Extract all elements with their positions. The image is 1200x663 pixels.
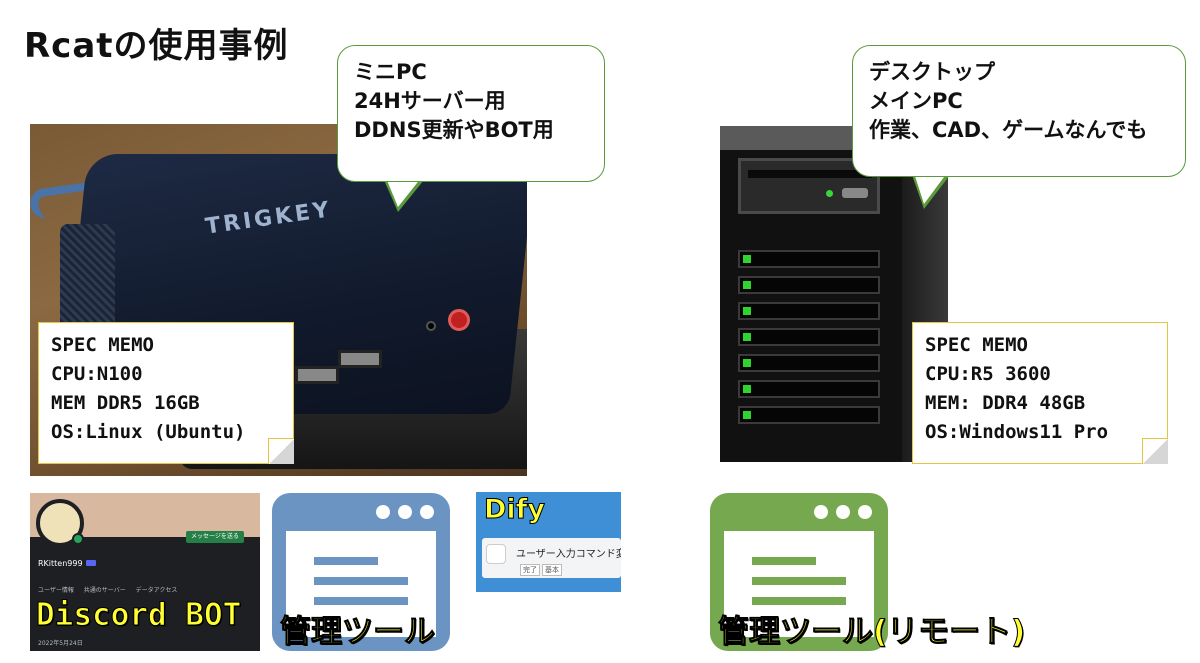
audio-jack-icon — [426, 321, 436, 331]
discord-bot-label: Discord BOT — [35, 597, 242, 634]
drive-bay — [738, 276, 880, 294]
admin-tool-window-icon — [272, 493, 450, 651]
bay-led-icon — [743, 255, 751, 263]
drive-bay — [738, 250, 880, 268]
spec-line: CPU:N100 — [51, 363, 143, 385]
bubble-tail-fill — [914, 173, 947, 204]
mini-pc-speech-bubble: ミニPC 24Hサーバー用 DDNS更新やBOT用 — [337, 45, 605, 182]
drive-bay — [738, 380, 880, 398]
bubble-line: ミニPC — [354, 60, 427, 84]
bay-led-icon — [743, 333, 751, 341]
text-line-icon — [752, 557, 816, 565]
admin-tool-label: 管理ツール — [280, 614, 436, 651]
drive-slot — [748, 170, 872, 178]
memo-fold — [268, 438, 294, 464]
bay-led-icon — [743, 281, 751, 289]
usb-port-icon — [295, 366, 339, 384]
text-line-icon — [314, 557, 378, 565]
bubble-line: 24Hサーバー用 — [354, 89, 506, 113]
window-dot-icon — [376, 505, 390, 519]
remote-admin-tool-label: 管理ツール(リモート) — [717, 614, 1026, 651]
bubble-tail-fill — [386, 178, 421, 207]
dify-tag: 基本 — [542, 564, 562, 576]
eject-button-icon — [842, 188, 868, 198]
window-dot-icon — [398, 505, 412, 519]
window-dot-icon — [420, 505, 434, 519]
dify-title: Dify — [483, 494, 546, 526]
bubble-line: DDNS更新やBOT用 — [354, 118, 554, 142]
bay-led-icon — [743, 411, 751, 419]
page-title: Rcatの使用事例 — [24, 26, 289, 66]
dify-tag: 完了 — [520, 564, 540, 576]
spec-line: MEM DDR5 16GB — [51, 392, 200, 414]
spec-line: OS:Linux (Ubuntu) — [51, 421, 246, 443]
spec-line: SPEC MEMO — [51, 334, 154, 356]
text-line-icon — [314, 597, 408, 605]
online-status-icon — [72, 533, 84, 545]
text-line-icon — [752, 597, 846, 605]
discord-tabs: ユーザー情報 共通のサーバー データアクセス — [38, 587, 178, 594]
bay-led-icon — [743, 359, 751, 367]
desktop-speech-bubble: デスクトップ メインPC 作業、CAD、ゲームなんでも — [852, 45, 1186, 177]
discord-username: RKitten999 — [38, 559, 83, 568]
spec-line: CPU:R5 3600 — [925, 363, 1051, 385]
send-message-button[interactable]: メッセージを送る — [186, 531, 244, 543]
drive-bay — [738, 328, 880, 346]
robot-icon — [486, 544, 506, 564]
discord-profile-screenshot: メッセージを送る RKitten999 ユーザー情報 共通のサーバー データアク… — [30, 493, 260, 651]
drive-bay — [738, 354, 880, 372]
window-dot-icon — [858, 505, 872, 519]
window-body — [286, 531, 436, 637]
bubble-line: 作業、CAD、ゲームなんでも — [869, 118, 1148, 142]
desktop-spec-memo: SPEC MEMO CPU:R5 3600 MEM: DDR4 48GB OS:… — [912, 322, 1168, 464]
dify-screenshot: Dify ユーザー入力コマンド変換 完了 基本 — [476, 492, 621, 592]
spec-line: SPEC MEMO — [925, 334, 1028, 356]
bubble-line: デスクトップ — [869, 60, 995, 84]
memo-fold — [1142, 438, 1168, 464]
dify-card-text: ユーザー入力コマンド変換 — [516, 549, 621, 560]
bubble-line: メインPC — [869, 89, 963, 113]
discord-date: 2022年5月24日 — [38, 640, 83, 647]
usb-port-icon — [338, 350, 382, 368]
window-dot-icon — [814, 505, 828, 519]
bay-led-icon — [743, 307, 751, 315]
text-line-icon — [314, 577, 408, 585]
spec-line: MEM: DDR4 48GB — [925, 392, 1086, 414]
mini-pc-spec-memo: SPEC MEMO CPU:N100 MEM DDR5 16GB OS:Linu… — [38, 322, 294, 464]
remote-admin-tool-window-icon — [710, 493, 888, 651]
power-button-icon — [448, 309, 470, 331]
drive-bay — [738, 302, 880, 320]
window-body — [724, 531, 874, 637]
bot-badge-icon — [86, 560, 96, 566]
drive-led-icon — [826, 190, 833, 197]
text-line-icon — [752, 577, 846, 585]
spec-line: OS:Windows11 Pro — [925, 421, 1109, 443]
bay-led-icon — [743, 385, 751, 393]
window-dot-icon — [836, 505, 850, 519]
drive-bay — [738, 406, 880, 424]
